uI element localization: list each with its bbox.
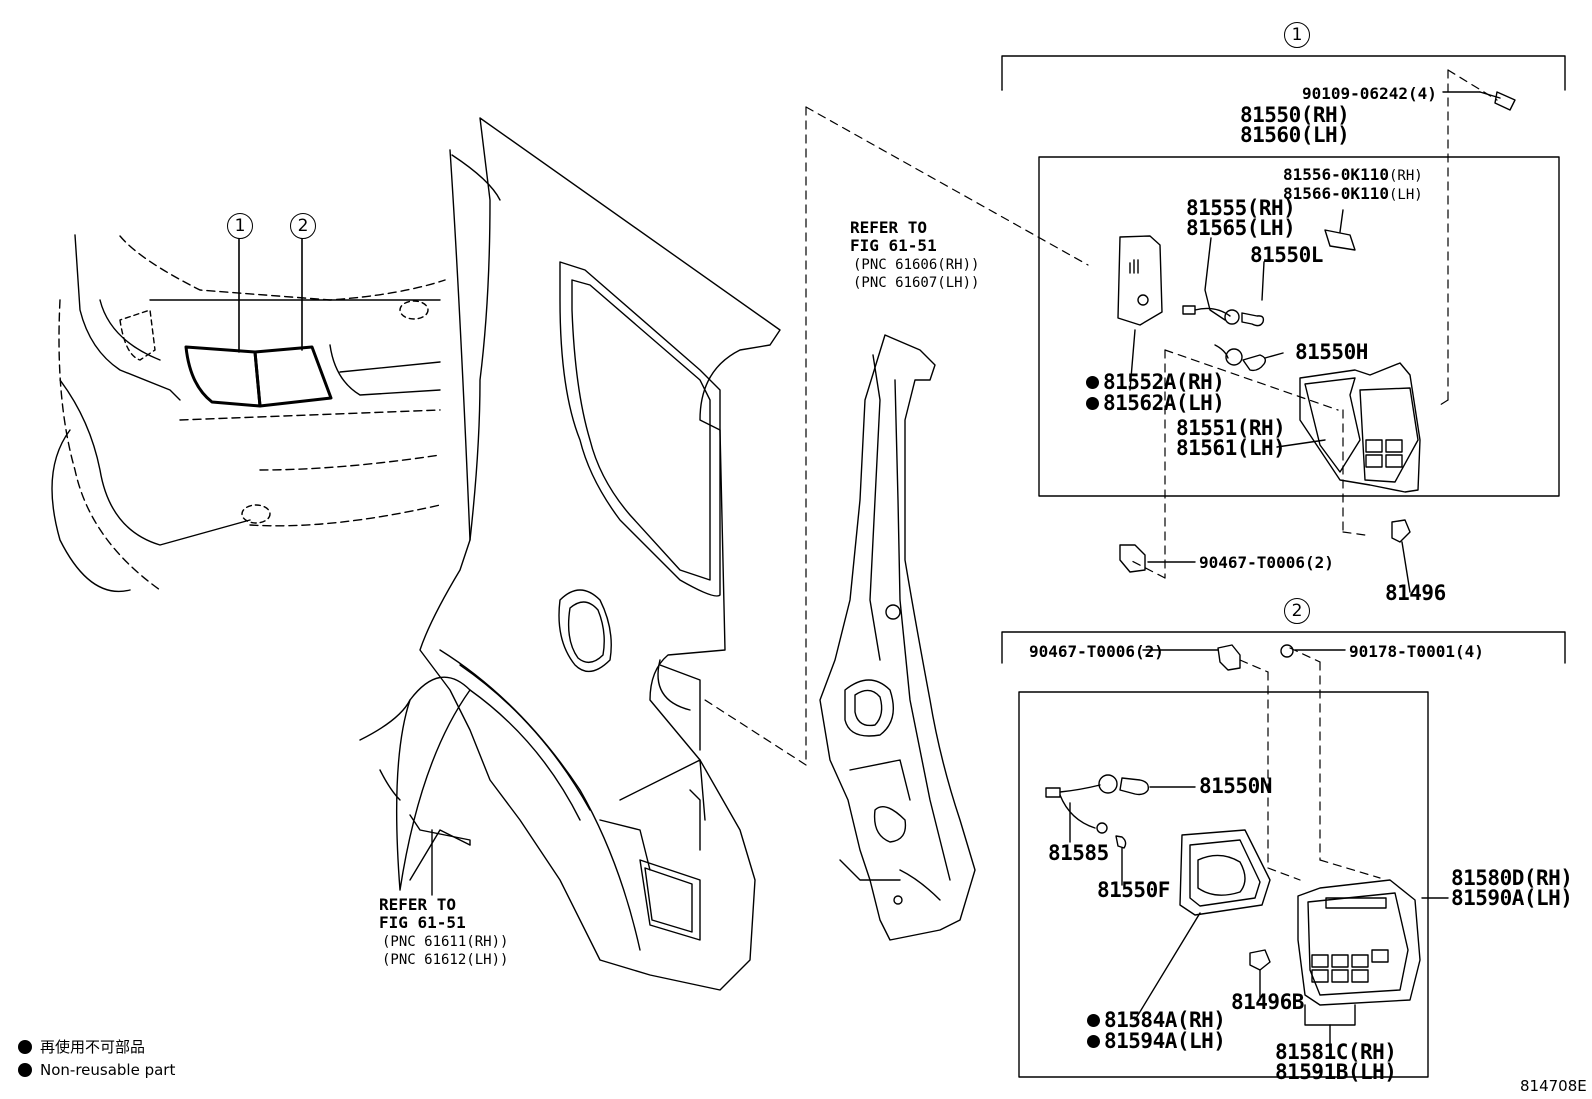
figure-code: 814708E <box>1520 1077 1587 1095</box>
refer-mid-line3: (PNC 61606(RH)) <box>853 257 980 273</box>
legend-en-text: Non-reusable part <box>40 1061 176 1079</box>
part-81496b: 81496B <box>1231 990 1304 1014</box>
part-90178-t0001: 90178-T0001(4) <box>1349 642 1484 661</box>
part-81565-lh: 81565(LH) <box>1186 216 1296 240</box>
legend-jp: 再使用不可部品 <box>18 1036 145 1057</box>
part-90467-t0006-g2: 90467-T0006(2) <box>1029 642 1164 661</box>
refer-mid-line2: FIG 61-51 <box>850 236 937 255</box>
part-81591b-lh: 81591B(LH) <box>1275 1060 1397 1084</box>
part-81585: 81585 <box>1048 841 1109 865</box>
part-81550-rh: 81550(RH) <box>1240 103 1350 127</box>
group1-parts <box>1001 89 1516 593</box>
refer-mid-line1: REFER TO <box>850 218 928 237</box>
part-81566-0k110: 81566-0K110(LH) <box>1283 184 1423 205</box>
part-81496: 81496 <box>1385 581 1446 605</box>
legend-dot <box>18 1040 32 1054</box>
part-81562a-number: 81562A(LH) <box>1103 391 1225 415</box>
legend-jp-text: 再使用不可部品 <box>40 1038 146 1056</box>
part-81590a-lh: 81590A(LH) <box>1451 886 1573 910</box>
group2-bracket <box>1001 631 1566 664</box>
group2-parts <box>1045 644 1449 1046</box>
part-81556-number: 81556-0K110 <box>1283 165 1389 184</box>
part-81594a-number: 81594A(LH) <box>1104 1029 1226 1053</box>
refer-mid-line4: (PNC 61607(LH)) <box>853 275 980 291</box>
part-81566-number: 81566-0K110 <box>1283 184 1389 203</box>
callout-car-lamp2: 2 <box>290 213 316 239</box>
part-81552a-rh: 81552A(RH) <box>1086 370 1225 394</box>
part-81594a-lh: 81594A(LH) <box>1087 1029 1226 1053</box>
part-81555-rh: 81555(RH) <box>1186 196 1296 220</box>
refer-left-line1: REFER TO <box>379 895 457 914</box>
quarter-panel <box>359 117 781 991</box>
refer-left-line3: (PNC 61611(RH)) <box>382 934 509 950</box>
part-81556-0k110: 81556-0K110(RH) <box>1283 165 1423 186</box>
part-81560-lh: 81560(LH) <box>1240 123 1350 147</box>
refer-left-line2: FIG 61-51 <box>379 913 466 932</box>
group1-bracket <box>1001 55 1566 91</box>
part-81550f: 81550F <box>1097 878 1170 902</box>
part-90467-t0006-g1: 90467-T0006(2) <box>1199 553 1334 572</box>
group2-box <box>1018 691 1429 1078</box>
callout-group2: 2 <box>1284 598 1310 624</box>
part-81584a-rh: 81584A(RH) <box>1087 1008 1226 1032</box>
dashed-guides <box>704 69 1498 881</box>
part-81566-side: (LH) <box>1388 187 1423 203</box>
part-81552a-number: 81552A(RH) <box>1103 370 1225 394</box>
callout-group1: 1 <box>1284 22 1310 48</box>
legend-dot <box>18 1063 32 1077</box>
refer-left-line4: (PNC 61612(LH)) <box>382 952 509 968</box>
non-reusable-bullet <box>1086 397 1099 410</box>
callout-car-lamp1: 1 <box>227 213 253 239</box>
part-81550n: 81550N <box>1199 774 1272 798</box>
part-81584a-number: 81584A(RH) <box>1104 1008 1226 1032</box>
car-rear-view <box>51 234 446 593</box>
non-reusable-bullet <box>1086 376 1099 389</box>
part-81581c-rh: 81581C(RH) <box>1275 1040 1397 1064</box>
part-81550h: 81550H <box>1295 340 1368 364</box>
inner-panel <box>819 334 976 941</box>
part-81556-side: (RH) <box>1388 168 1423 184</box>
legend-en: Non-reusable part <box>18 1061 175 1079</box>
part-90109-06242: 90109-06242(4) <box>1302 84 1437 103</box>
group1-box <box>1038 156 1560 497</box>
part-81561-lh: 81561(LH) <box>1176 436 1286 460</box>
part-81550l: 81550L <box>1250 243 1323 267</box>
non-reusable-bullet <box>1087 1014 1100 1027</box>
part-81551-rh: 81551(RH) <box>1176 416 1286 440</box>
part-81580d-rh: 81580D(RH) <box>1451 866 1573 890</box>
part-81562a-lh: 81562A(LH) <box>1086 391 1225 415</box>
non-reusable-bullet <box>1087 1035 1100 1048</box>
